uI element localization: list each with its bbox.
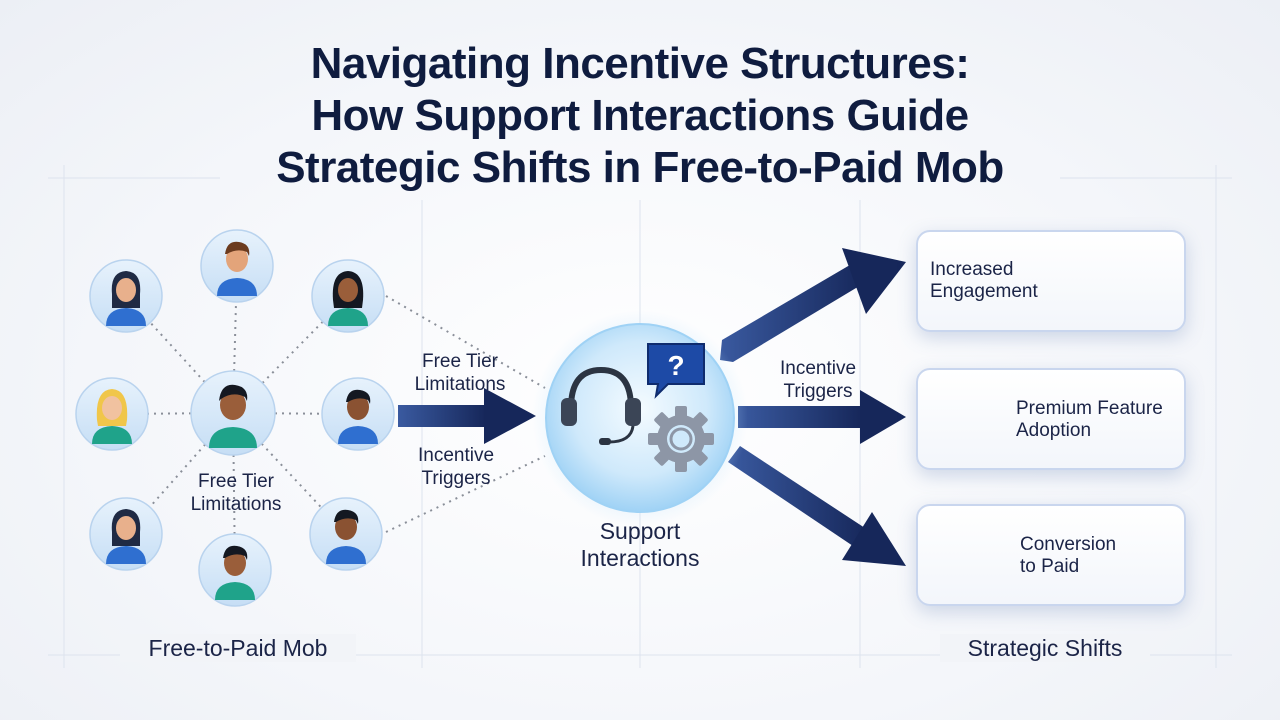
avatar-icon bbox=[190, 370, 276, 456]
avatar-icon bbox=[89, 497, 163, 571]
outcome-label: Premium Feature Adoption bbox=[1016, 398, 1163, 441]
avatar-icon bbox=[309, 497, 383, 571]
section-label-right: Strategic Shifts bbox=[940, 634, 1150, 662]
avatar-icon bbox=[321, 377, 395, 451]
network-center-label: Free Tier Limitations bbox=[190, 471, 282, 515]
arrow-to-engagement bbox=[720, 248, 906, 362]
flow-label-incentive-in: Incentive Triggers bbox=[417, 445, 495, 489]
page-title: Navigating Incentive Structures: How Sup… bbox=[0, 38, 1280, 194]
flow-label-incentive-out: Incentive Triggers bbox=[779, 358, 857, 402]
gear-icon bbox=[648, 406, 714, 472]
flow-label-free-tier: Free Tier Limitations bbox=[414, 351, 506, 395]
title-line-3: Strategic Shifts in Free-to-Paid Mob bbox=[276, 143, 1004, 192]
title-line-2: How Support Interactions Guide bbox=[311, 91, 969, 140]
outcome-label: Conversion to Paid bbox=[1020, 534, 1117, 577]
outcome-label: Increased Engagement bbox=[930, 259, 1038, 302]
section-label-left: Free-to-Paid Mob bbox=[120, 634, 356, 662]
user-avatars bbox=[75, 229, 395, 607]
outcome-card-adoption: Premium Feature Adoption bbox=[916, 368, 1186, 470]
headset-icon bbox=[561, 366, 641, 445]
avatar-icon bbox=[89, 259, 163, 333]
svg-text:?: ? bbox=[667, 350, 684, 381]
avatar-icon bbox=[311, 259, 385, 333]
arrow-into-hub bbox=[398, 388, 536, 444]
question-bubble-icon: ? bbox=[647, 343, 705, 399]
outcome-card-conversion: Conversion to Paid bbox=[916, 504, 1186, 606]
arrow-to-conversion bbox=[728, 446, 906, 566]
title-line-1: Navigating Incentive Structures: bbox=[310, 39, 970, 88]
avatar-icon bbox=[200, 229, 274, 303]
hub-label: Support Interactions bbox=[580, 518, 700, 571]
avatar-icon bbox=[198, 533, 272, 607]
arrow-to-adoption bbox=[738, 390, 906, 444]
avatar-icon bbox=[75, 377, 149, 451]
outcome-card-engagement: Increased Engagement bbox=[916, 230, 1186, 332]
